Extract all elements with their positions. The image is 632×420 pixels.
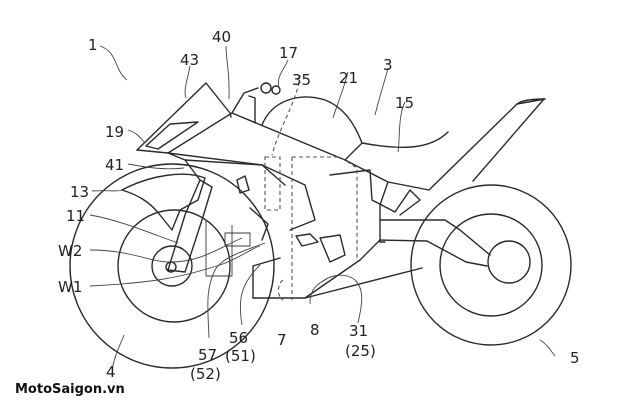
label-7: 7 <box>277 331 287 349</box>
label-41: 41 <box>105 156 124 174</box>
label-W2: W2 <box>58 242 82 260</box>
label-56: 56 <box>229 329 248 347</box>
label-W1: W1 <box>58 278 82 296</box>
label-15: 15 <box>395 94 414 112</box>
label-51: (51) <box>225 347 256 365</box>
side-cowl <box>231 98 546 191</box>
label-4: 4 <box>106 363 116 381</box>
label-17: 17 <box>279 44 298 62</box>
label-52: (52) <box>190 365 221 383</box>
label-40: 40 <box>212 28 231 46</box>
label-3: 3 <box>383 56 393 74</box>
label-13: 13 <box>70 183 89 201</box>
front-wheel <box>69 163 275 369</box>
front-brake-detail <box>205 207 269 277</box>
label-11: 11 <box>66 207 85 225</box>
internal-components-dashed <box>264 74 358 301</box>
label-31: 31 <box>349 322 368 340</box>
handlebar <box>231 82 281 124</box>
label-57: 57 <box>198 346 217 364</box>
front-fender <box>121 173 206 231</box>
label-43: 43 <box>180 51 199 69</box>
fuel-tank <box>261 96 363 161</box>
leader-lines <box>89 45 556 371</box>
label-25: (25) <box>345 342 376 360</box>
label-5: 5 <box>570 349 580 367</box>
frame <box>184 159 491 299</box>
label-35: 35 <box>292 71 311 89</box>
label-1: 1 <box>88 36 98 54</box>
label-8: 8 <box>310 321 320 339</box>
rear-wheel <box>410 184 572 346</box>
label-19: 19 <box>105 123 124 141</box>
label-21: 21 <box>339 69 358 87</box>
front-cowl <box>136 82 286 186</box>
watermark-logo: MotoSaigon.vn <box>15 382 125 397</box>
